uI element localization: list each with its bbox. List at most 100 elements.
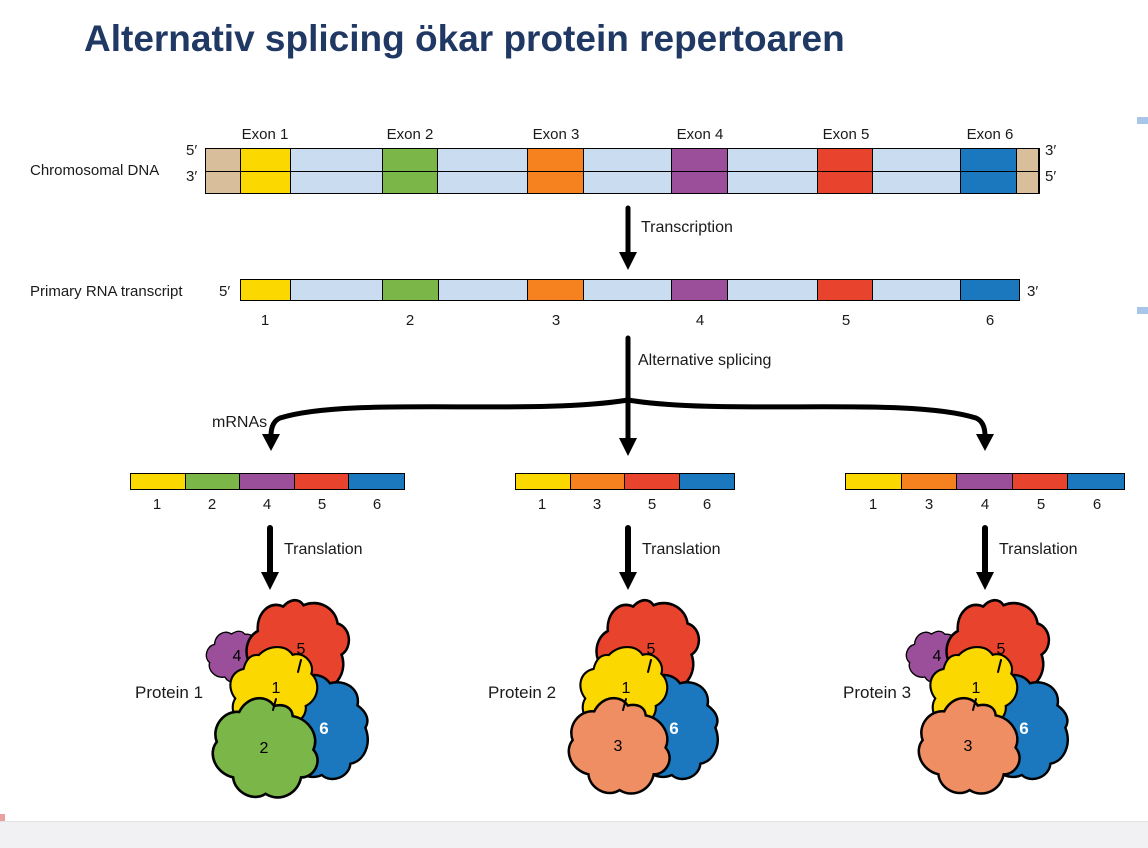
mrna1-exon-2 [185, 474, 241, 489]
dna-three-prime-left: 3′ [186, 168, 198, 185]
translation-arrowhead-3 [976, 572, 994, 590]
mrna3-exon-6 [1068, 474, 1124, 489]
mrna-1-bar [130, 473, 405, 490]
mrna1-number-2: 2 [207, 496, 217, 513]
protein2-mark-2 [622, 698, 627, 711]
bottom-left-accent [0, 814, 5, 823]
protein-1-label: Protein 1 [135, 683, 204, 702]
mrna3-exon-1 [846, 474, 902, 489]
rna-exon-6-number: 6 [985, 312, 995, 329]
protein3-number-6: 6 [1019, 719, 1028, 738]
exon-6-label: Exon 6 [966, 126, 1014, 143]
protein-2-figure: 5 1 3 6 [549, 592, 725, 815]
protein3-number-1: 1 [972, 680, 981, 697]
protein2-number-5: 5 [647, 641, 656, 658]
protein1-number-1: 1 [272, 680, 281, 697]
protein3-number-3: 3 [964, 738, 973, 755]
mrna-2-bar [515, 473, 735, 490]
rna-exon-4 [671, 280, 728, 300]
splicing-right-arrowhead [976, 434, 994, 451]
protein2-number-6: 6 [669, 719, 678, 738]
rna-exon-3 [528, 280, 585, 300]
chromosomal-dna-label: Chromosomal DNA [30, 162, 160, 179]
bottom-strip [0, 821, 1148, 848]
translation-label-3: Translation [999, 541, 1078, 558]
mrna3-number-3: 4 [980, 496, 990, 513]
alternative-splicing-label: Alternative splicing [638, 352, 772, 369]
rna-exon-5 [817, 280, 874, 300]
mrna2-exon-1 [516, 474, 571, 489]
dna-strand-divider [206, 171, 1039, 172]
protein3-number-4: 4 [933, 648, 942, 665]
rna-intron-3 [584, 280, 672, 300]
exon-4-label: Exon 4 [676, 126, 724, 143]
mrna1-exon-5 [294, 474, 350, 489]
protein1-number-2: 2 [260, 740, 269, 757]
rna-five-prime: 5′ [219, 283, 231, 300]
rna-three-prime: 3′ [1027, 283, 1039, 300]
rna-intron-4 [727, 280, 818, 300]
rna-exon-1-number: 1 [260, 312, 270, 329]
rna-intron-1 [290, 280, 383, 300]
dna-bar [205, 148, 1040, 194]
exon-2-label: Exon 2 [386, 126, 434, 143]
splicing-branch-left [268, 397, 631, 439]
mrna2-exon-3 [570, 474, 625, 489]
transcription-label: Transcription [641, 219, 733, 236]
protein-2-label: Protein 2 [488, 683, 557, 702]
mrna3-number-2: 3 [924, 496, 934, 513]
protein1-number-5: 5 [297, 641, 306, 658]
rna-exon-6 [961, 280, 1020, 300]
transcription-arrowhead [619, 252, 637, 270]
primary-rna-label: Primary RNA transcript [30, 283, 183, 300]
mrna2-exon-5 [625, 474, 680, 489]
mrna1-number-1: 1 [152, 496, 162, 513]
mrna1-exon-1 [131, 474, 186, 489]
mrna3-number-1: 1 [868, 496, 878, 513]
mrna3-exon-5 [1012, 474, 1069, 489]
mrna1-exon-4 [240, 474, 295, 489]
splicing-branch-right [625, 397, 988, 439]
protein-1-figure: 4 5 1 2 6 [192, 592, 375, 815]
protein2-number-1: 1 [622, 680, 631, 697]
right-edge-marker-top [1137, 117, 1148, 124]
translation-label-2: Translation [642, 541, 721, 558]
mrna3-exon-4 [957, 474, 1013, 489]
translation-arrowhead-2 [619, 572, 637, 590]
protein2-number-3: 3 [614, 738, 623, 755]
rna-intron-2 [438, 280, 529, 300]
mrna1-number-3: 4 [262, 496, 272, 513]
mrna2-number-1: 1 [537, 496, 547, 513]
protein-3-label: Protein 3 [843, 683, 912, 702]
rna-exon-2-number: 2 [405, 312, 415, 329]
splicing-center-arrowhead [619, 438, 637, 456]
dna-three-prime-right: 3′ [1045, 142, 1057, 159]
rna-intron-5 [873, 280, 962, 300]
dna-five-prime-right: 5′ [1045, 168, 1057, 185]
exon-5-label: Exon 5 [822, 126, 870, 143]
mrna3-exon-3 [901, 474, 958, 489]
translation-label-1: Translation [284, 541, 363, 558]
rna-exon-1 [241, 280, 291, 300]
mrna1-number-5: 6 [372, 496, 382, 513]
protein1-number-6: 6 [319, 719, 328, 738]
mrna1-number-4: 5 [317, 496, 327, 513]
mrna2-number-4: 6 [702, 496, 712, 513]
rna-exon-3-number: 3 [551, 312, 561, 329]
protein1-mark-1 [297, 659, 302, 673]
protein3-mark-1 [997, 659, 1002, 673]
mrna3-number-4: 5 [1036, 496, 1046, 513]
mrna3-number-5: 6 [1092, 496, 1102, 513]
primary-rna-bar [240, 279, 1020, 301]
mrna2-number-3: 5 [647, 496, 657, 513]
rna-exon-2 [382, 280, 439, 300]
dna-five-prime-left: 5′ [186, 142, 198, 159]
protein-3-figure: 4 5 1 3 6 [898, 592, 1075, 815]
mrnas-label: mRNAs [212, 414, 268, 431]
right-edge-marker-bottom [1137, 307, 1148, 314]
protein2-mark-1 [647, 659, 652, 673]
protein1-number-4: 4 [233, 648, 242, 665]
rna-exon-4-number: 4 [695, 312, 705, 329]
protein3-number-5: 5 [997, 641, 1006, 658]
mrna2-exon-6 [679, 474, 734, 489]
